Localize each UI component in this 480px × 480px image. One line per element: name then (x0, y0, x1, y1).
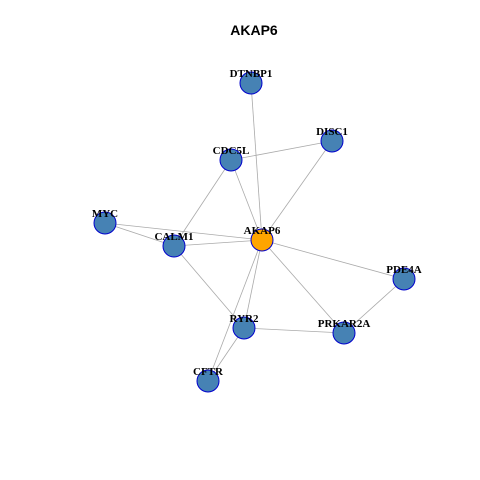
node-cftr[interactable] (196, 369, 220, 393)
edge-dtnbp1-akap6 (250, 82, 263, 241)
node-label-myc: MYC (92, 208, 118, 220)
graph-title: AKAP6 (230, 22, 278, 38)
edge-akap6-pde4a (261, 239, 405, 280)
node-layer (93, 71, 416, 393)
node-dtnbp1[interactable] (239, 71, 263, 95)
node-akap6[interactable] (250, 228, 274, 252)
node-label-ryr2: RYR2 (230, 313, 259, 325)
node-label-cftr: CFTR (193, 366, 224, 378)
edge-akap6-ryr2 (243, 239, 263, 329)
edge-pde4a-prkar2a (343, 278, 405, 334)
edge-ryr2-prkar2a (243, 327, 345, 334)
node-label-prkar2a: PRKAR2A (318, 318, 371, 330)
edge-myc-akap6 (104, 222, 263, 241)
edge-calm1-ryr2 (173, 245, 245, 329)
node-label-disc1: DISC1 (316, 126, 348, 138)
node-prkar2a[interactable] (332, 321, 356, 345)
edge-layer (104, 82, 405, 382)
node-ryr2[interactable] (232, 316, 256, 340)
node-label-pde4a: PDE4A (386, 264, 422, 276)
edge-myc-calm1 (104, 222, 175, 247)
node-label-dtnbp1: DTNBP1 (230, 68, 273, 80)
node-pde4a[interactable] (392, 267, 416, 291)
edge-akap6-cftr (207, 239, 263, 382)
edge-cdc5l-disc1 (230, 140, 333, 161)
node-calm1[interactable] (162, 234, 186, 258)
node-label-calm1: CALM1 (154, 231, 193, 243)
edge-cdc5l-akap6 (230, 159, 263, 241)
node-cdc5l[interactable] (219, 148, 243, 172)
node-label-cdc5l: CDC5L (213, 145, 250, 157)
edge-calm1-akap6 (173, 239, 263, 247)
node-label-akap6: AKAP6 (244, 225, 281, 237)
node-myc[interactable] (93, 211, 117, 235)
edge-disc1-akap6 (261, 140, 333, 241)
edge-akap6-prkar2a (261, 239, 345, 334)
node-disc1[interactable] (320, 129, 344, 153)
